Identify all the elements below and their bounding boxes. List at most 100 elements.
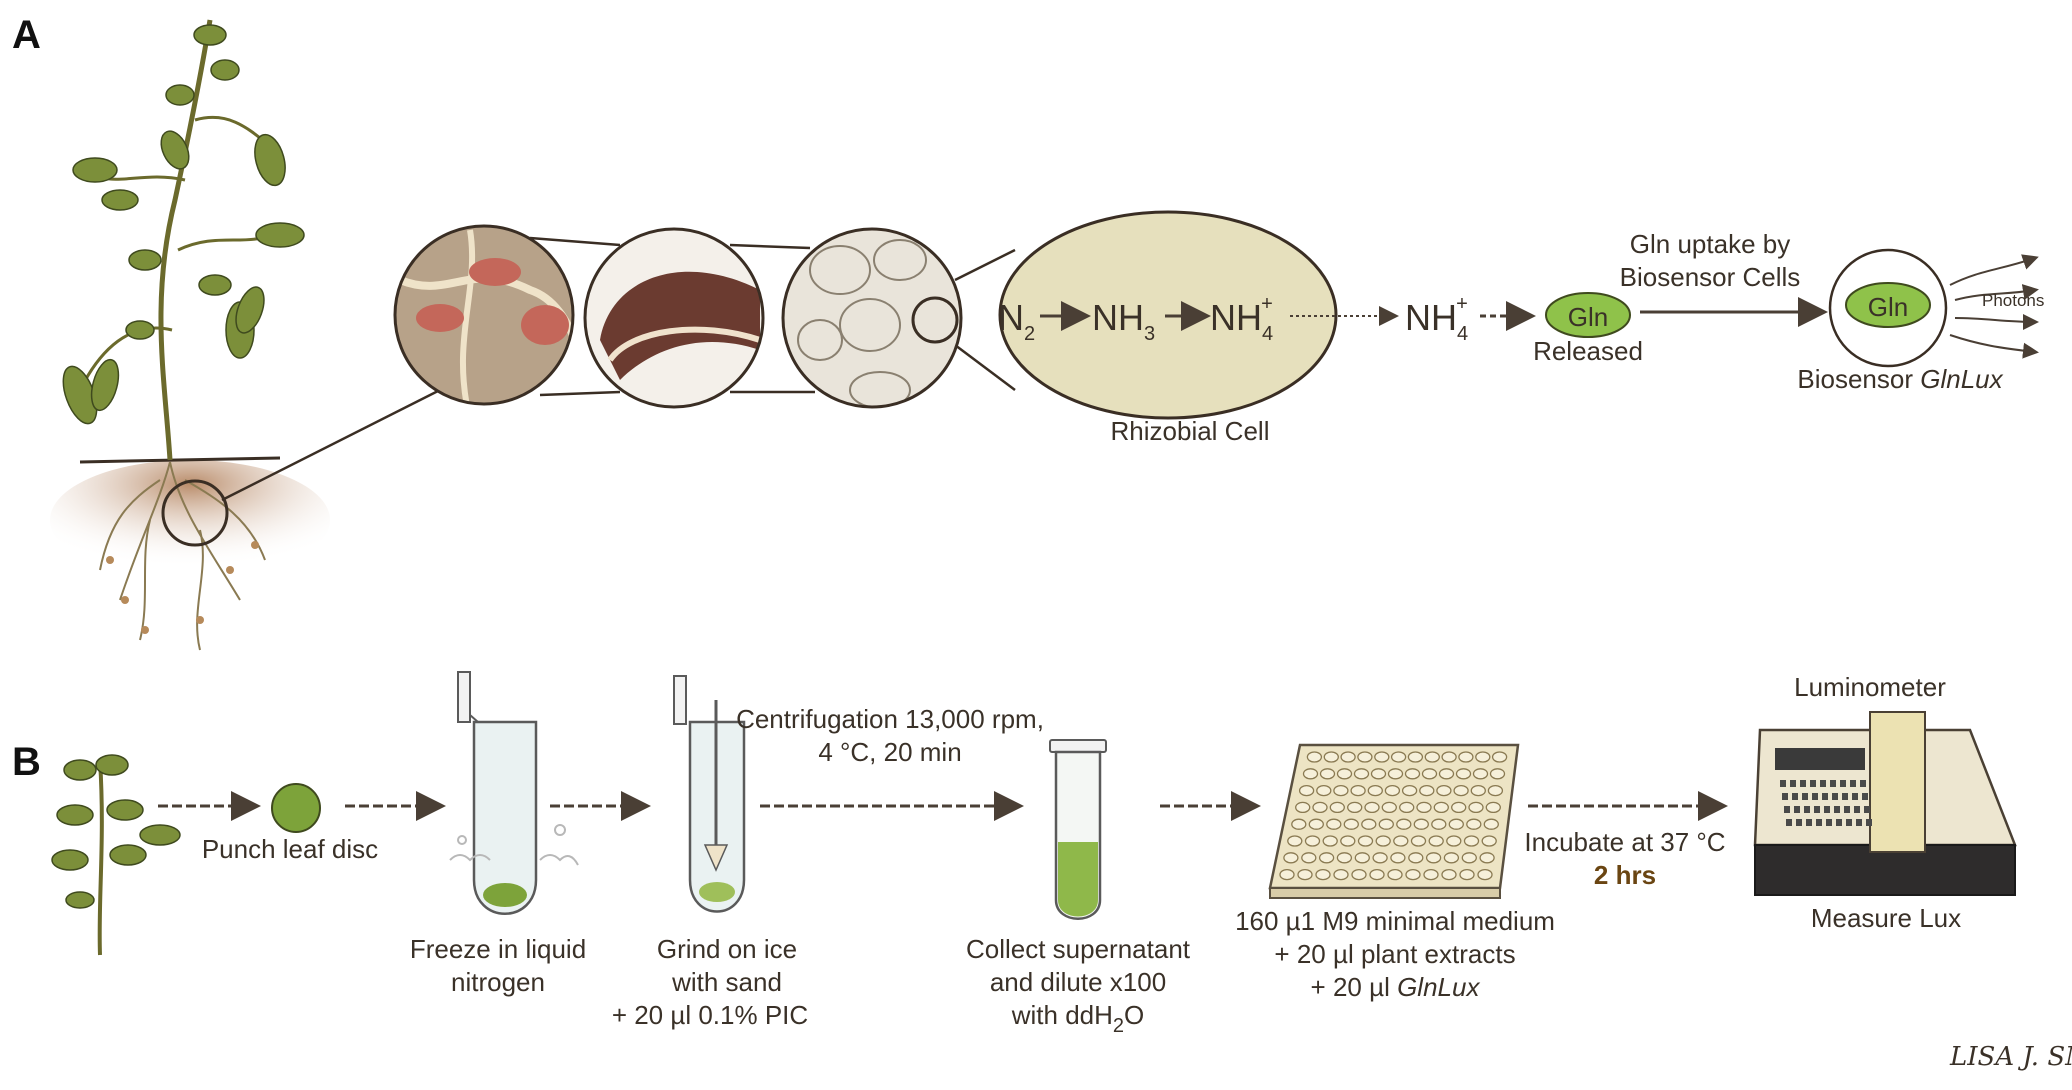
plate-well [1441, 751, 1457, 763]
plate-well [1399, 801, 1415, 814]
gln-biosensor-label: Gln [1868, 292, 1908, 322]
plate-well [1378, 818, 1394, 830]
plate-well [1323, 751, 1339, 763]
luminometer-key [1816, 819, 1822, 826]
plate-well [1319, 768, 1336, 780]
centrifugation-line-1: Centrifugation 13,000 rpm, [736, 704, 1044, 734]
plate-well [1298, 784, 1315, 797]
luminometer-key [1802, 793, 1808, 800]
plate-well [1481, 835, 1497, 847]
legume-plant-illustration [50, 19, 330, 651]
grind-line-2: with sand [671, 967, 782, 997]
plate-well [1318, 852, 1335, 864]
plate-well [1364, 801, 1380, 814]
supernatant-tube [1049, 739, 1107, 920]
plate-well [1354, 852, 1370, 864]
luminometer-key [1820, 780, 1826, 787]
freeze-line-1: Freeze in liquid [410, 934, 586, 964]
uptake-line-1: Gln uptake by [1630, 229, 1790, 259]
nh3-label: NH [1092, 297, 1144, 338]
luminometer-key [1866, 819, 1872, 826]
plate-well [1351, 868, 1367, 881]
plate-well [1477, 868, 1493, 881]
plate-well [1483, 818, 1499, 830]
plate-well [1287, 835, 1303, 847]
luminometer-key [1856, 819, 1862, 826]
medium-line-3: + 20 µl GlnLux [1311, 972, 1481, 1002]
biosensor-label: Biosensor GlnLux [1797, 364, 2003, 394]
plate-well [1421, 768, 1438, 780]
grind-line-1: Grind on ice [657, 934, 797, 964]
plate-well [1443, 852, 1460, 864]
plate-well [1491, 751, 1508, 763]
plate-well [1485, 801, 1501, 814]
luminometer-key [1840, 780, 1846, 787]
luminometer-key [1794, 806, 1800, 813]
plate-well [1384, 784, 1401, 797]
plate-well [1340, 751, 1356, 763]
luminometer-key [1836, 819, 1842, 826]
plate-well [1297, 868, 1313, 881]
svg-text:NH4+: NH4+ [1210, 293, 1273, 345]
plate-well [1461, 852, 1477, 864]
svg-text:NH4+: NH4+ [1405, 293, 1468, 345]
plate-well [1312, 801, 1328, 814]
plate-well [1390, 852, 1406, 864]
grind-tube [673, 675, 746, 913]
luminometer-key [1806, 819, 1812, 826]
plate-well [1306, 751, 1323, 763]
plate-well [1487, 784, 1504, 797]
n2-label: N [998, 297, 1024, 338]
plate-well [1468, 801, 1484, 814]
leaf-disc [271, 783, 321, 833]
plate-well [1441, 868, 1457, 881]
plate-well [1326, 818, 1342, 830]
luminometer-key [1796, 819, 1802, 826]
punch-label: Punch leaf disc [202, 834, 378, 864]
plate-well [1453, 784, 1469, 797]
plate-well [1381, 801, 1397, 814]
luminometer-key [1844, 806, 1850, 813]
plate-well [1372, 852, 1388, 864]
plate-well [1375, 835, 1391, 847]
nh4-label: NH [1210, 297, 1262, 338]
luminometer-key [1804, 806, 1810, 813]
plate-well [1463, 835, 1480, 847]
luminometer-key [1822, 793, 1828, 800]
plate-well [1295, 801, 1311, 814]
photon-arrows [1949, 254, 2039, 359]
plate-well [1416, 801, 1432, 814]
incubate-label: Incubate at 37 °C [1524, 827, 1725, 857]
plate-well [1291, 818, 1307, 830]
collect-line-3: with ddH2O [1011, 1000, 1145, 1037]
plate-well [1374, 751, 1390, 763]
plate-well [1451, 801, 1467, 814]
well-plate-96 [1268, 743, 1520, 899]
luminometer-key [1814, 806, 1820, 813]
centrifugation-line-2: 4 °C, 20 min [818, 737, 961, 767]
plate-well [1390, 751, 1407, 763]
plate-well [1336, 768, 1353, 780]
plate-well [1407, 751, 1424, 763]
nitrogen-fixation-equation: N2 NH3 NH4+ NH4+ [998, 293, 1536, 345]
panel-b-letter: B [12, 740, 41, 784]
plate-well [1459, 868, 1475, 881]
plate-well [1425, 852, 1442, 864]
luminometer-key [1780, 780, 1786, 787]
panel-a-letter: A [12, 13, 41, 57]
plate-well [1431, 818, 1447, 830]
plate-well [1350, 784, 1366, 797]
medium-line-1: 160 µ1 M9 minimal medium [1235, 906, 1555, 936]
plate-well [1283, 852, 1299, 864]
gln-label: Gln [1568, 302, 1608, 332]
plate-well [1347, 801, 1363, 814]
svg-text:N2: N2 [998, 297, 1035, 345]
luminometer-key [1850, 780, 1856, 787]
plate-well [1308, 818, 1324, 830]
plate-well [1424, 751, 1440, 763]
luminometer-key [1812, 793, 1818, 800]
luminometer-key [1832, 793, 1838, 800]
luminometer-key [1786, 819, 1792, 826]
gln-biosensor-bubble [1845, 282, 1931, 328]
hours-label: 2 hrs [1594, 860, 1656, 890]
